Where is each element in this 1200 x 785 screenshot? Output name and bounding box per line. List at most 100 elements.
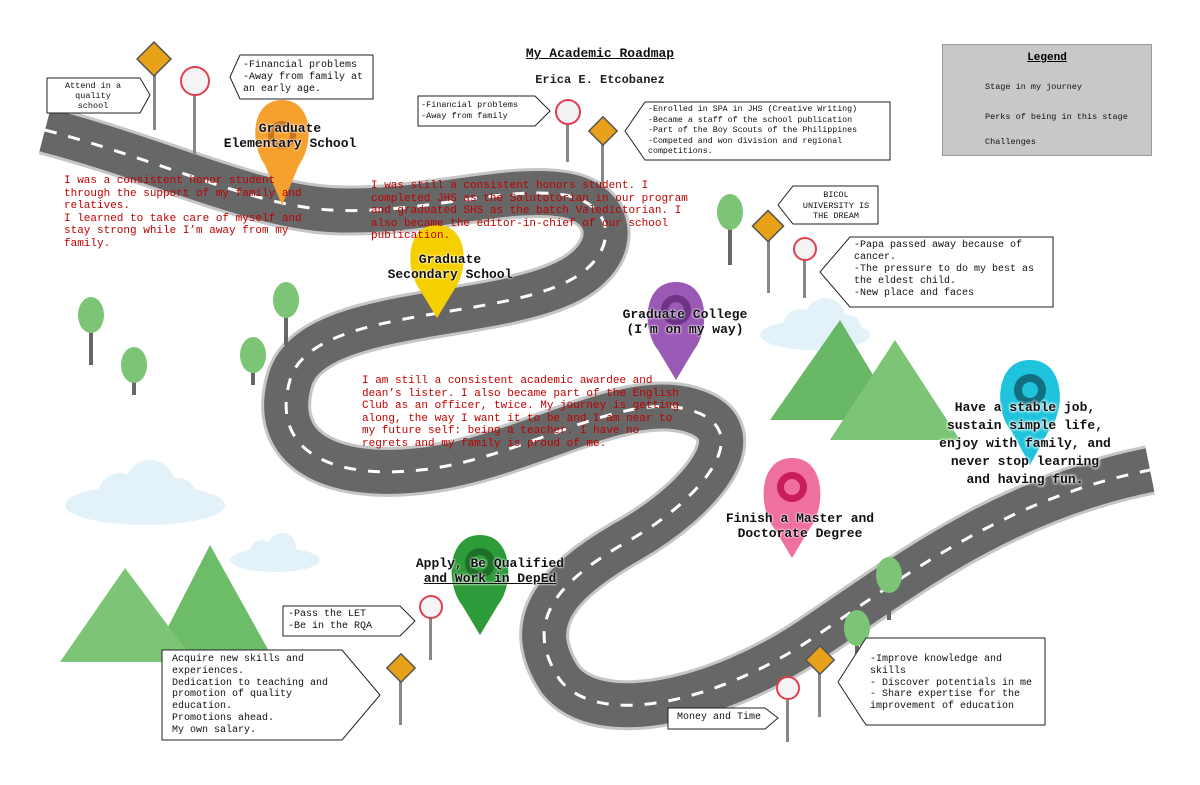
note-work-challenge: -Pass the LET -Be in the RQA (288, 609, 398, 633)
note-line: -Pass the LET (288, 609, 367, 620)
stage-label-future-goal: Have a stable job, sustain simple life, … (910, 399, 1140, 489)
note-college-challenge: -Papa passed away because of cancer. -Th… (854, 240, 1052, 300)
note-elementary-challenge: -Financial problems -Away from family at… (243, 60, 371, 96)
stage-label-line: (I’m on my way) (626, 322, 744, 337)
legend-title: Legend (1027, 52, 1067, 64)
map-pin-elementary-icon (255, 100, 309, 205)
map-pin-work-icon (451, 535, 509, 635)
note-secondary-perk: -Enrolled in SPA in JHS (Creative Writin… (648, 105, 888, 158)
perk-sign-icon (135, 40, 173, 130)
goal-line: enjoy with family, and (939, 436, 1111, 451)
mountain-group-right (770, 320, 960, 440)
note-line: My own salary. (172, 724, 257, 736)
perk-sign-icon (385, 652, 417, 725)
note-line: -Improve knowledge and (870, 654, 1003, 665)
tree (273, 282, 299, 345)
story-line: regrets and my family is proud of me. (362, 437, 607, 450)
tree (844, 610, 870, 665)
callout-masters-perk (837, 637, 1046, 726)
note-masters-challenge: Money and Time (677, 712, 767, 724)
story-elementary: I was a consistent honor student through… (64, 175, 334, 250)
note-masters-perk: -Improve knowledge and skills - Discover… (870, 654, 1042, 713)
stage-label-line: and Work in DepEd (423, 571, 557, 586)
note-line: -Became a staff of the school publicatio… (648, 115, 853, 125)
note-line: Acquire new skills and (172, 654, 305, 665)
story-line: I was still a consistent honors student.… (371, 180, 649, 192)
note-line: improvement of education (870, 701, 1015, 713)
story-line: stay strong while I’m away from my (64, 225, 289, 237)
challenge-sign-icon (419, 595, 443, 660)
note-line: -Papa passed away because of (854, 240, 1023, 251)
story-college: I am still a consistent academic awardee… (362, 375, 702, 450)
story-line: publication. (371, 230, 451, 242)
challenge-sign-icon (776, 676, 800, 742)
note-line: -New place and faces (854, 288, 975, 299)
story-line: also became the editor-in-chief of our s… (371, 217, 669, 230)
story-line: my future self: being a teacher. I have … (362, 425, 640, 437)
tree (717, 194, 743, 265)
story-line: I am still a consistent academic awardee… (362, 375, 653, 387)
note-line: an early age. (243, 84, 322, 95)
tree (876, 557, 902, 620)
map-pin-secondary-icon (410, 225, 464, 318)
callout-work-perk (161, 649, 381, 741)
stage-label-line: Graduate College (622, 307, 748, 322)
stage-label-line: Graduate (258, 121, 322, 136)
note-line: Money and Time (677, 712, 762, 723)
note-secondary-challenge: -Financial problems -Away from family (421, 100, 536, 121)
goal-line: and having fun. (966, 472, 1084, 487)
tree (78, 297, 104, 365)
callout-elem-perk (46, 77, 151, 114)
cloud (230, 533, 320, 572)
map-pin-masters-icon (763, 458, 821, 558)
perk-sign-icon (804, 644, 836, 717)
note-line: BICOL (823, 190, 849, 200)
note-line: cancer. (854, 252, 897, 263)
stage-label-line: Apply, Be Qualified (415, 556, 565, 571)
note-line: -Be in the RQA (288, 621, 373, 632)
stage-label-elementary: Graduate Elementary School (200, 121, 380, 151)
cloud (65, 460, 225, 525)
note-line: school (77, 101, 109, 111)
author-name: Erica E. Etcobanez (535, 73, 665, 87)
perk-sign-icon (587, 115, 619, 185)
stage-label-line: Doctorate Degree (737, 526, 863, 541)
callout-sec-perk (624, 101, 891, 161)
stage-label-masters: Finish a Master and Doctorate Degree (695, 511, 905, 541)
note-elementary-perk: Attend in a quality school (50, 81, 136, 111)
road-lane-markings (44, 128, 1151, 707)
note-line: -Part of the Boy Scouts of the Philippin… (648, 126, 858, 135)
note-line: Attend in a (64, 81, 122, 91)
story-line: family. (64, 237, 111, 250)
note-line: Dedication to teaching and (172, 677, 329, 689)
map-pin-future-icon (1000, 360, 1060, 465)
note-line: -The pressure to do my best as (854, 264, 1035, 275)
note-line: UNIVERSITY IS (802, 200, 870, 211)
goal-line: never stop learning (950, 454, 1100, 469)
tree (121, 347, 147, 395)
story-line: along, the way I want it to be and I am … (362, 412, 673, 425)
note-line: -Financial problems (243, 60, 358, 71)
story-secondary: I was still a consistent honors student.… (371, 180, 721, 243)
story-line: I learned to take care of myself and (64, 212, 302, 225)
story-line: completed JHS as the Salutotorian in our… (371, 192, 688, 205)
note-line: the eldest child. (854, 276, 957, 287)
mountain-group-left (60, 545, 275, 662)
stage-label-work: Apply, Be Qualified and Work in DepEd (385, 556, 595, 586)
note-line: -Away from family (421, 110, 508, 121)
legend-item-stage: Stage in my journey (985, 82, 1082, 92)
note-line: education. (172, 701, 233, 713)
callout-college-challenge (819, 236, 1054, 308)
goal-line: sustain simple life, (946, 418, 1104, 433)
callout-elem-challenge (229, 54, 374, 100)
note-line: experiences. (172, 665, 245, 677)
stage-label-line: Secondary School (387, 267, 513, 282)
stage-label-line: Elementary School (223, 136, 357, 151)
note-line: THE DREAM (813, 211, 859, 221)
note-line: -Away from family at (243, 72, 364, 83)
story-line: through the support of my family and (64, 187, 302, 200)
note-line: -Competed and won division and regional (648, 136, 843, 146)
challenge-sign-icon (180, 66, 210, 155)
